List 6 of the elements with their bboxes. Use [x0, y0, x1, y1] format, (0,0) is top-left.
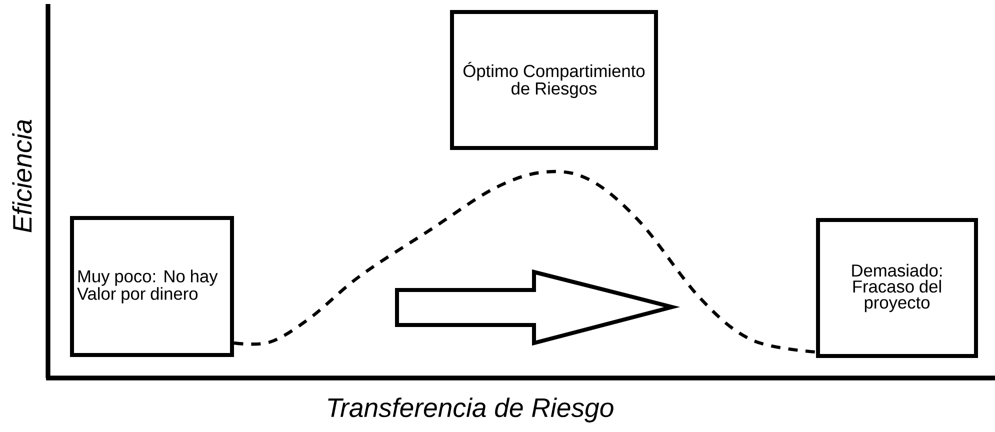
text-box: Demasiado: Fracaso del proyecto: [816, 218, 978, 358]
text-box: Muy poco: No hay Valor por dinero: [70, 216, 234, 358]
axis-title: Eficiencia: [12, 120, 32, 232]
axis-title: Transferencia de Riesgo: [328, 398, 614, 422]
text-box: Óptimo Compartimiento de Riesgos: [450, 10, 658, 150]
dashed-curve: [234, 170, 816, 354]
